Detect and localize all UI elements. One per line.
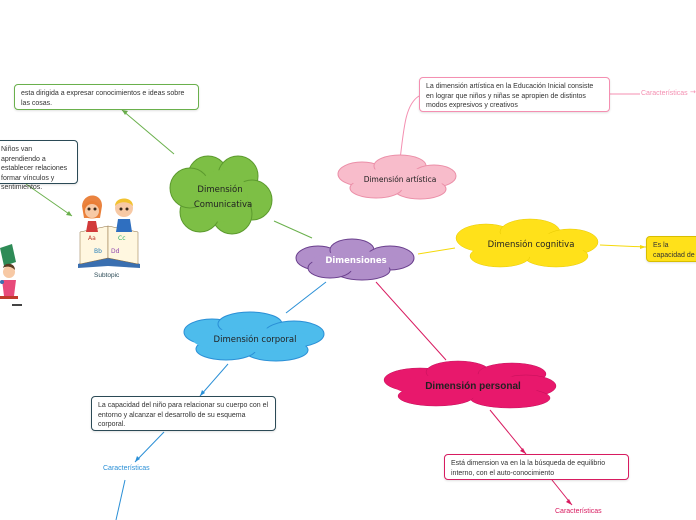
connector-corporal-desc — [199, 363, 229, 397]
connector-corporaldesc-caract — [134, 431, 165, 463]
connector-caract-down — [115, 479, 126, 520]
kids-playing-illustration — [0, 244, 22, 306]
corporal-description[interactable]: La capacidad del niño para relacionar su… — [91, 396, 276, 431]
cloud-artistica[interactable] — [337, 154, 457, 200]
center-title[interactable]: Dimensiones — [325, 256, 387, 266]
svg-text:Aa: Aa — [88, 235, 96, 242]
cloud-personal[interactable] — [383, 360, 557, 409]
connector-artistica-desc — [399, 95, 420, 161]
cloud-cognitiva[interactable] — [455, 218, 599, 268]
comunicativa-description[interactable]: esta dirigida a expresar conocimientos e… — [14, 84, 199, 110]
connector-personal-desc — [489, 409, 527, 455]
cloud-comunicativa[interactable] — [169, 155, 273, 235]
artistica-description[interactable]: La dimensión artística en la Educación I… — [419, 77, 610, 112]
connector-center-cognitiva — [417, 247, 456, 255]
connector-center-personal — [375, 281, 447, 361]
connector-center-comunicativa — [273, 220, 313, 239]
svg-text:Cc: Cc — [118, 235, 126, 242]
comunicativa-title-line1: Dimensión — [197, 185, 243, 195]
svg-text:Bb: Bb — [94, 248, 102, 255]
comunicativa-title[interactable]: Dimensión Comunicativa — [184, 183, 262, 213]
artistica-title[interactable]: Dimensión artística — [363, 175, 437, 184]
comunicativa-title-line2: Comunicativa — [193, 200, 253, 210]
corporal-title[interactable]: Dimensión corporal — [213, 335, 297, 345]
personal-description[interactable]: Está dimension va en la la búsqueda de e… — [444, 454, 629, 480]
artistica-caracteristicas[interactable]: Características — [641, 90, 688, 97]
connector-cognitiva-desc — [599, 244, 647, 248]
connector-desc2-image — [25, 183, 73, 217]
cloud-center[interactable] — [295, 238, 415, 281]
corporal-caracteristicas[interactable]: Características — [103, 465, 150, 472]
personal-caracteristicas[interactable]: Características — [555, 508, 602, 515]
personal-title[interactable]: Dimensión personal — [425, 381, 521, 392]
kids-reading-illustration: Aa Cc Bb Dd — [78, 195, 140, 268]
comunicativa-relations-description[interactable]: Niños van aprendiendo a establecer relac… — [0, 140, 78, 191]
connector-center-corporal — [285, 281, 327, 314]
artistica-caracteristicas-arrow: → — [690, 88, 696, 96]
svg-text:Dd: Dd — [111, 248, 120, 255]
cognitiva-title[interactable]: Dimensión cognitiva — [487, 240, 575, 250]
image-caption[interactable]: Subtopic — [94, 272, 120, 279]
connector-comunicativa-desc — [121, 109, 175, 155]
cognitiva-description[interactable]: Es la capacidad de relacionarse, — [646, 236, 696, 262]
cloud-corporal[interactable] — [183, 311, 325, 362]
